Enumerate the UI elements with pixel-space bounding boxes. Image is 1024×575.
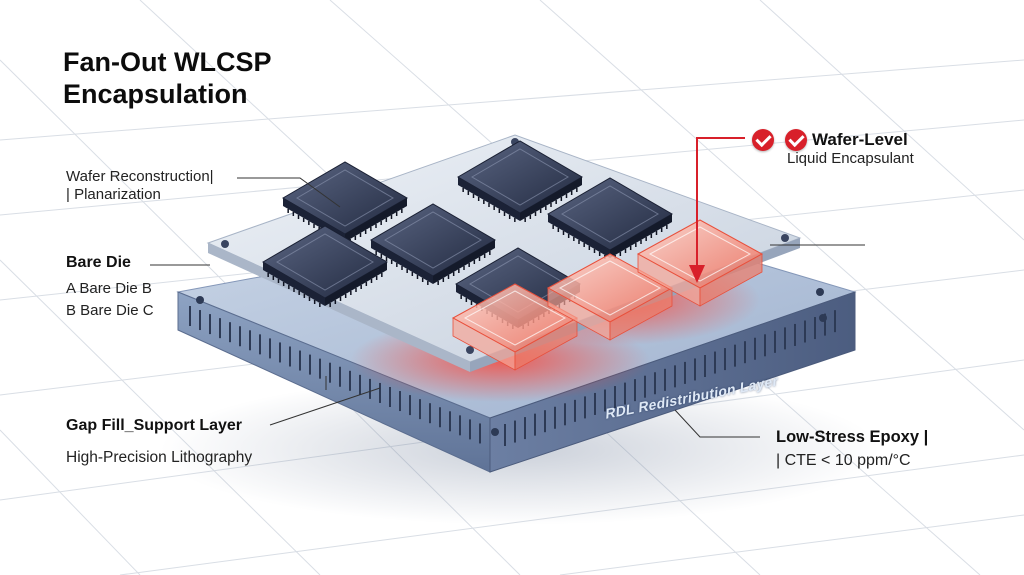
bare-die <box>457 140 583 222</box>
label-bare-die: Bare Die <box>66 254 131 271</box>
diagram-title: Fan-Out WLCSP Encapsulation <box>63 46 271 110</box>
check-icon <box>752 129 774 151</box>
label-cte: | CTE < 10 ppm/°C <box>776 452 911 469</box>
leader-lines <box>150 177 865 438</box>
label-bare-die-bc: B Bare Die C <box>66 302 154 319</box>
label-wafer-reconstruction: Wafer Reconstruction| <box>66 168 214 185</box>
label-lithography: High-Precision Lithography <box>66 449 253 466</box>
label-bare-die-ab: A Bare Die B <box>66 280 152 297</box>
bare-die <box>547 177 673 259</box>
label-planarization: | Planarization <box>66 186 161 203</box>
label-low-stress-epoxy: Low-Stress Epoxy | <box>776 428 929 446</box>
label-liquid-encapsulant: Liquid Encapsulant <box>787 150 914 167</box>
encapsulant-block <box>636 219 764 307</box>
title-line-2: Encapsulation <box>63 79 248 109</box>
bare-die <box>262 225 388 307</box>
encapsulant-blocks <box>451 219 764 371</box>
label-wafer-level: Wafer-Level <box>812 130 908 149</box>
bare-dies <box>262 140 673 329</box>
check-icon <box>785 129 807 151</box>
label-gap-fill: Gap Fill_Support Layer <box>66 417 243 434</box>
encapsulant-callout <box>696 137 745 270</box>
bare-die <box>370 203 496 285</box>
bare-die <box>282 161 408 243</box>
encapsulant-block <box>451 283 579 371</box>
title-line-1: Fan-Out WLCSP <box>63 47 272 77</box>
